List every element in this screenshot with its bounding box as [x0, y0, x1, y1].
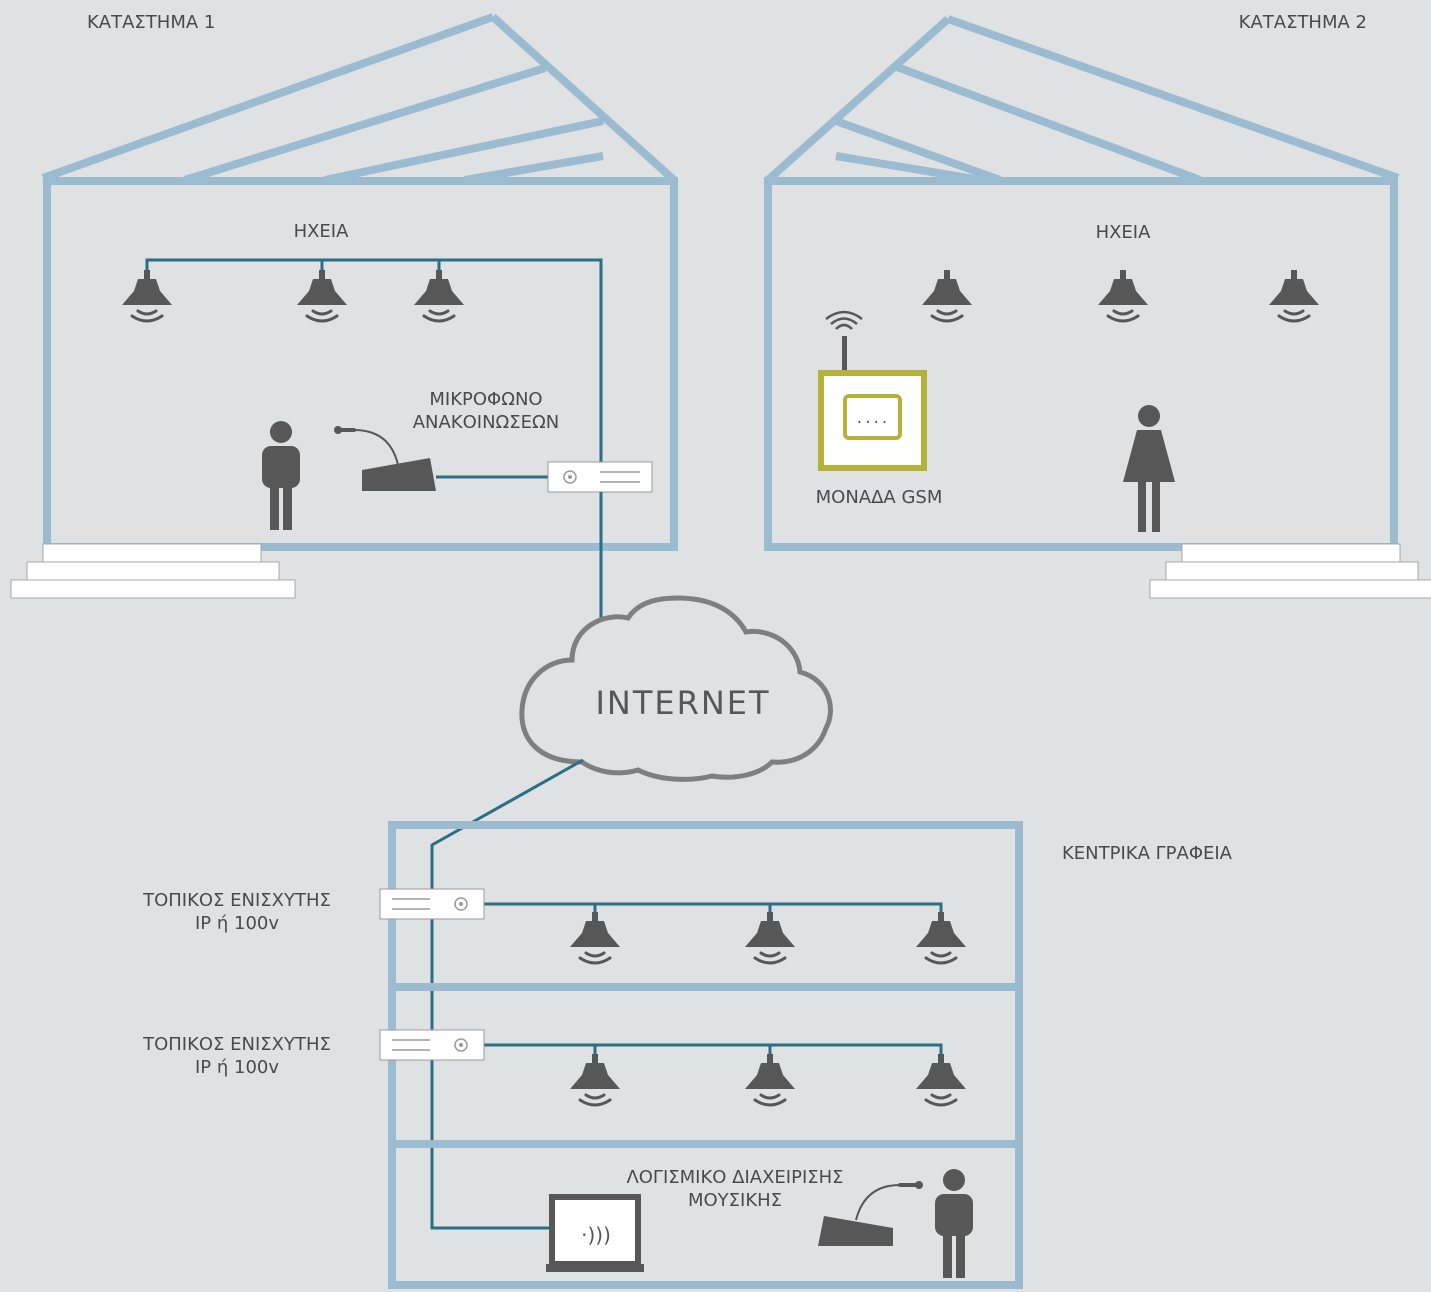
- hq-building: [388, 821, 1023, 1289]
- announcement-mic-label-line1: ΜΙΚΡΟΦΩΝΟ: [429, 389, 542, 410]
- speaker-icon: [743, 910, 797, 965]
- store-1-steps: [10, 543, 296, 599]
- hq-microphone-icon: [818, 1181, 923, 1246]
- speaker-icon: [568, 910, 622, 965]
- gsm-unit-label: ΜΟΝΑΔΑ GSM: [816, 487, 943, 508]
- hq-amplifier-2-icon: [379, 1029, 485, 1061]
- speaker-icon: [568, 1052, 622, 1107]
- woman-icon: [1123, 405, 1175, 532]
- amp-1-label-line2: IP ή 100v: [195, 913, 279, 934]
- speaker-icon: [914, 910, 968, 965]
- speaker-icon: [295, 268, 349, 323]
- gsm-unit-icon: ....: [818, 310, 927, 471]
- internet-label: INTERNET: [595, 684, 770, 722]
- amp-2-label-line2: IP ή 100v: [195, 1057, 279, 1078]
- announcement-microphone-icon: [334, 426, 436, 491]
- music-software-label-line1: ΛΟΓΙΣΜΙΚΟ ΔΙΑΧΕΙΡΙΣΗΣ: [626, 1167, 843, 1188]
- speaker-icon: [412, 268, 466, 323]
- speaker-icon: [914, 1052, 968, 1107]
- man-icon: [262, 421, 300, 530]
- speaker-icon: [743, 1052, 797, 1107]
- wifi-icon: ·))): [581, 1223, 611, 1247]
- store-2-steps: [1149, 543, 1431, 599]
- hq-uplink-wire: [430, 758, 584, 1230]
- speaker-icon: [920, 268, 974, 323]
- store-1-amplifier-icon: [547, 461, 653, 493]
- internet-cloud: [519, 595, 833, 782]
- man-icon: [935, 1169, 973, 1278]
- amp-2-label-line1: ΤΟΠΙΚΟΣ ΕΝΙΣΧΥΤΗΣ: [142, 1034, 331, 1055]
- speaker-icon: [120, 268, 174, 323]
- announcement-mic-label-line2: ΑΝΑΚΟΙΝΩΣΕΩΝ: [413, 412, 560, 433]
- store-2-building: [764, 15, 1400, 551]
- store-2-speakers-label: ΗΧΕΙΑ: [1096, 222, 1152, 243]
- store-2-title: ΚΑΤΑΣΤΗΜΑ 2: [1239, 12, 1367, 33]
- speaker-icon: [1267, 268, 1321, 323]
- hq-amplifier-1-icon: [379, 888, 485, 920]
- hq-title: ΚΕΝΤΡΙΚΑ ΓΡΑΦΕΙΑ: [1062, 843, 1233, 864]
- music-software-label-line2: ΜΟΥΣΙΚΗΣ: [688, 1190, 782, 1211]
- store-1-speakers-label: ΗΧΕΙΑ: [294, 221, 350, 242]
- amp-1-label-line1: ΤΟΠΙΚΟΣ ΕΝΙΣΧΥΤΗΣ: [142, 890, 331, 911]
- floor-1-speaker-wire: [484, 902, 943, 918]
- store-1-building: [41, 13, 678, 551]
- gsm-screen-text: ....: [855, 411, 889, 427]
- speaker-icon: [1096, 268, 1150, 323]
- laptop-icon: ·))): [546, 1194, 644, 1272]
- store-1-title: ΚΑΤΑΣΤΗΜΑ 1: [87, 12, 215, 33]
- floor-2-speaker-wire: [484, 1043, 943, 1060]
